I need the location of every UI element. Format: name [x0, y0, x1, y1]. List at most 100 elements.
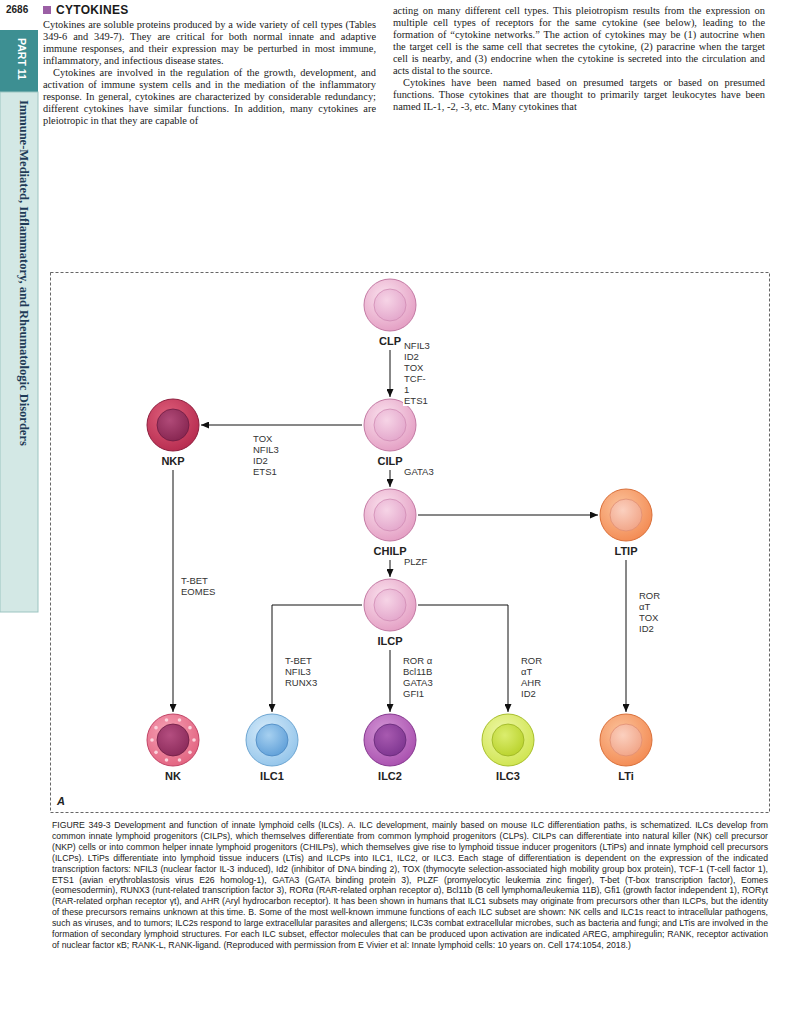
cell-node: LTIP: [598, 488, 654, 557]
arrow-connector: [390, 470, 391, 487]
cell-node: ILC3: [480, 713, 536, 782]
cell-nucleus: [374, 589, 406, 621]
cell-circle: [363, 578, 417, 632]
text-column: acting on many different cell types. Thi…: [393, 5, 765, 113]
section-tab: [0, 92, 38, 612]
arrow-connector: [418, 515, 598, 516]
cell-nucleus: [374, 724, 406, 756]
cell-membrane: [364, 579, 416, 631]
cell-node: NKP: [145, 398, 201, 467]
cell-nucleus: [157, 409, 189, 441]
cell-membrane: [364, 714, 416, 766]
cell-label: ILCP: [362, 635, 418, 647]
transcription-factor-label: T-BET NFIL3 RUNX3: [284, 655, 318, 688]
cell-nucleus: [610, 499, 642, 531]
rotated-box: PART 11: [14, 38, 30, 80]
body-paragraph: Cytokines are involved in the regulation…: [43, 67, 376, 127]
granule: [154, 751, 158, 755]
body-paragraph: Cytokines have been named based on presu…: [393, 77, 765, 113]
label-box: ROR αT AHR ID2: [520, 655, 543, 699]
label-box: NFIL3 ID2 TOX TCF-1 ETS1: [403, 340, 431, 406]
cell-circle: [363, 398, 417, 452]
cell-circle: [245, 713, 299, 767]
cell-nucleus: [610, 724, 642, 756]
granule: [188, 751, 192, 755]
granule: [154, 726, 158, 730]
granule: [192, 738, 196, 742]
arrow-connector: [390, 560, 391, 577]
arrow-connector: [626, 560, 627, 712]
cell-node: ILCP: [362, 578, 418, 647]
transcription-factor-label: ROR αT TOX ID2: [638, 590, 661, 634]
body-paragraph: Cytokines are soluble proteins produced …: [43, 19, 376, 67]
heading-box: CYTOKINES: [56, 3, 129, 17]
cell-label: ILC2: [362, 770, 418, 782]
cell-circle: [481, 713, 535, 767]
transcription-factor-label: GATA3: [403, 466, 435, 477]
cell-label: LTIP: [598, 545, 654, 557]
cell-membrane: [482, 714, 534, 766]
granule: [165, 758, 169, 762]
rotated-box: Immune-Mediated, Inflammatory, and Rheum…: [15, 100, 33, 446]
cell-node: CHILP: [362, 488, 418, 557]
cell-circle: [599, 488, 653, 542]
granule: [178, 758, 182, 762]
panel-letter: A: [57, 795, 65, 807]
cell-label: ILC1: [244, 770, 300, 782]
cell-circle: [363, 488, 417, 542]
arrow-connector: [272, 605, 362, 712]
cell-membrane: [246, 714, 298, 766]
text-column: Cytokines are soluble proteins produced …: [43, 19, 376, 127]
cell-label: NK: [145, 770, 201, 782]
cell-node: NK: [145, 713, 201, 782]
cell-membrane: [364, 489, 416, 541]
label-box: 2686: [6, 4, 28, 15]
cell-nucleus: [374, 409, 406, 441]
figure-caption: FIGURE 349-3 Development and function of…: [52, 820, 768, 951]
cell-membrane: [147, 714, 199, 766]
transcription-factor-label: TOX NFIL3 ID2 ETS1: [252, 433, 280, 477]
body-paragraph: acting on many different cell types. Thi…: [393, 5, 765, 77]
cell-nucleus: [492, 724, 524, 756]
transcription-factor-label: PLZF: [403, 556, 428, 567]
part-tab: [0, 30, 38, 92]
heading-square: [43, 6, 51, 14]
part-number: PART 11: [14, 38, 30, 80]
granule: [165, 718, 169, 722]
label-box: T-BET EOMES: [180, 575, 216, 597]
label-box: T-BET NFIL3 RUNX3: [284, 655, 318, 688]
cell-nucleus: [374, 289, 406, 321]
label-box: GATA3: [403, 466, 435, 477]
figure-frame: [51, 273, 770, 813]
cell-membrane: [147, 399, 199, 451]
cell-circle: [146, 713, 200, 767]
cell-label: LTi: [598, 770, 654, 782]
cell-circle: [363, 278, 417, 332]
section-heading: CYTOKINES: [56, 3, 129, 17]
cell-circle: [146, 398, 200, 452]
transcription-factor-label: T-BET EOMES: [180, 575, 216, 597]
label-box: ROR αT TOX ID2: [638, 590, 661, 634]
label-box: ROR α Bcl11B GATA3 GFI1: [402, 655, 444, 699]
caption-box: FIGURE 349-3 Development and function of…: [52, 820, 768, 951]
arrow-connector: [201, 425, 362, 426]
cell-node: ILC1: [244, 713, 300, 782]
transcription-factor-label: ROR αT AHR ID2: [520, 655, 543, 699]
arrow-connector: [390, 350, 391, 397]
arrow-connector: [173, 470, 174, 712]
cell-node: CILP: [362, 398, 418, 467]
cell-membrane: [600, 714, 652, 766]
granule: [178, 718, 182, 722]
part-title: Immune-Mediated, Inflammatory, and Rheum…: [15, 100, 33, 446]
cell-membrane: [364, 279, 416, 331]
cell-nucleus: [157, 724, 189, 756]
transcription-factor-label: NFIL3 ID2 TOX TCF-1 ETS1: [403, 340, 431, 406]
label-box: A: [57, 795, 65, 807]
cell-membrane: [364, 399, 416, 451]
cell-circle: [363, 713, 417, 767]
granule: [188, 726, 192, 730]
cell-nucleus: [256, 724, 288, 756]
cell-node: LTi: [598, 713, 654, 782]
transcription-factor-label: ROR α Bcl11B GATA3 GFI1: [402, 655, 444, 699]
